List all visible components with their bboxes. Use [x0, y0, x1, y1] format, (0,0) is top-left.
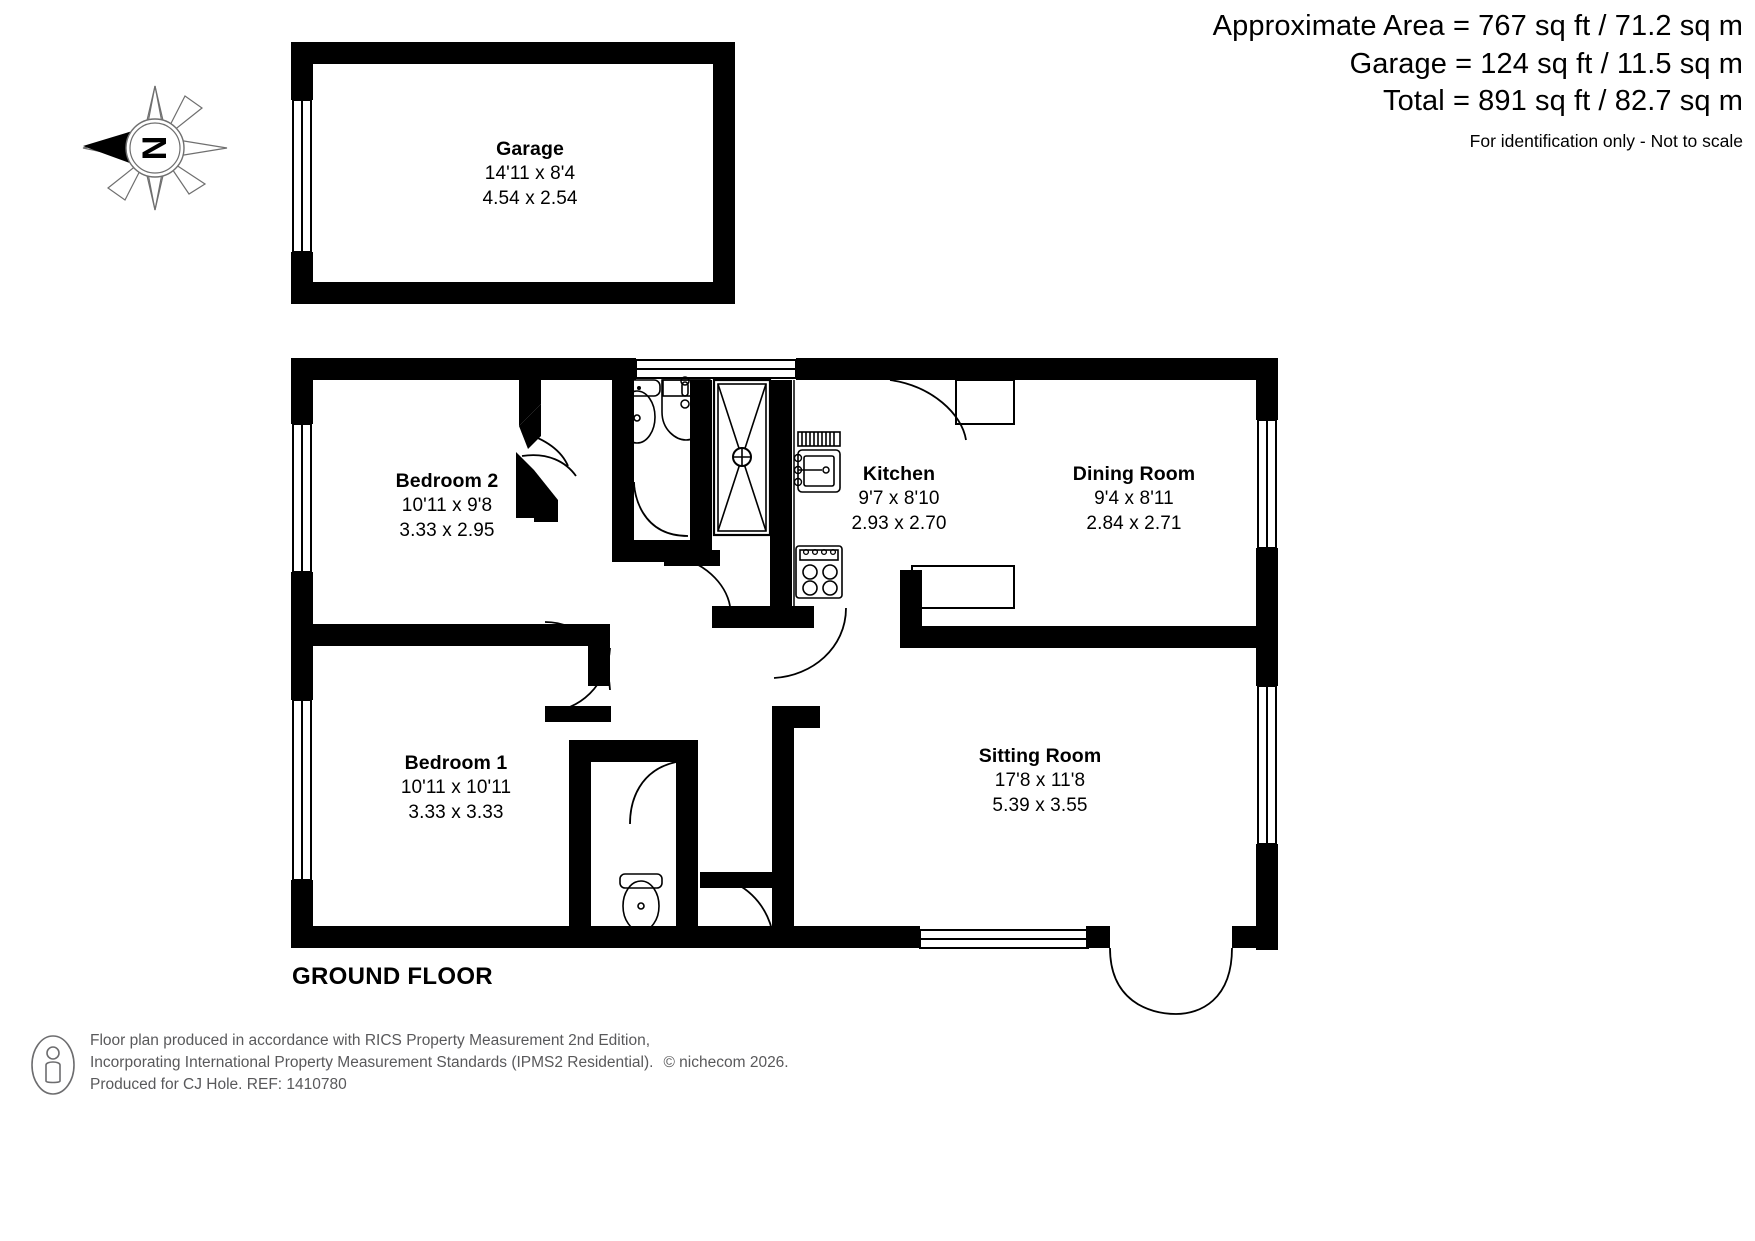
legal-line-3: Produced for CJ Hole. REF: 1410780 — [90, 1076, 347, 1093]
room-label-kitchen: Kitchen 9'7 x 8'10 2.93 x 2.70 — [851, 463, 946, 536]
garage-area-text: Garage = 124 sq ft / 11.5 sq m — [1349, 47, 1743, 80]
room-name: Sitting Room — [978, 745, 1102, 767]
legal-line-1: Floor plan produced in accordance with R… — [90, 1032, 651, 1049]
room-metric: 3.33 x 3.33 — [408, 802, 504, 824]
legal-line-2-main: Incorporating International Property Mea… — [90, 1054, 654, 1071]
room-imperial: 10'11 x 9'8 — [401, 495, 493, 517]
approximate-area-text: Approximate Area = 767 sq ft / 71.2 sq m — [1212, 10, 1743, 42]
room-label-sitting-room: Sitting Room 17'8 x 11'8 5.39 x 3.55 — [979, 745, 1102, 818]
room-metric: 2.93 x 2.70 — [851, 513, 947, 535]
copyright-text: © nichecom 2026. — [663, 1054, 789, 1071]
person-icon — [31, 1035, 75, 1095]
room-name: Bedroom 1 — [404, 752, 508, 774]
area-summary: Approximate Area = 767 sq ft / 71.2 sq m… — [1213, 8, 1743, 153]
scale-disclaimer-text: For identification only - Not to scale — [1469, 131, 1743, 152]
room-imperial: 9'4 x 8'11 — [1094, 488, 1174, 510]
room-imperial: 9'7 x 8'10 — [858, 488, 940, 510]
room-imperial: 10'11 x 10'11 — [400, 777, 512, 799]
room-name: Garage — [496, 138, 564, 160]
room-label-garage: Garage 14'11 x 8'4 4.54 x 2.54 — [482, 138, 577, 211]
room-name: Dining Room — [1072, 463, 1196, 485]
total-area-text: Total = 891 sq ft / 82.7 sq m — [1383, 85, 1743, 118]
room-metric: 2.84 x 2.71 — [1086, 513, 1182, 535]
room-metric: 4.54 x 2.54 — [482, 188, 578, 210]
legal-line-2: Incorporating International Property Mea… — [90, 1052, 789, 1074]
compass-north-label: N — [136, 136, 174, 161]
room-label-bedroom-2: Bedroom 2 10'11 x 9'8 3.33 x 2.95 — [396, 470, 499, 543]
floor-title: GROUND FLOOR — [292, 963, 493, 990]
room-metric: 5.39 x 3.55 — [992, 795, 1088, 817]
room-name: Kitchen — [862, 463, 936, 485]
footer: Floor plan produced in accordance with R… — [30, 1030, 789, 1096]
room-imperial: 17'8 x 11'8 — [994, 770, 1086, 792]
room-label-bedroom-1: Bedroom 1 10'11 x 10'11 3.33 x 3.33 — [401, 752, 511, 825]
room-metric: 3.33 x 2.95 — [399, 520, 495, 542]
legal-text: Floor plan produced in accordance with R… — [90, 1030, 789, 1096]
room-imperial: 14'11 x 8'4 — [484, 163, 576, 185]
room-label-dining-room: Dining Room 9'4 x 8'11 2.84 x 2.71 — [1073, 463, 1195, 536]
room-name: Bedroom 2 — [395, 470, 499, 492]
